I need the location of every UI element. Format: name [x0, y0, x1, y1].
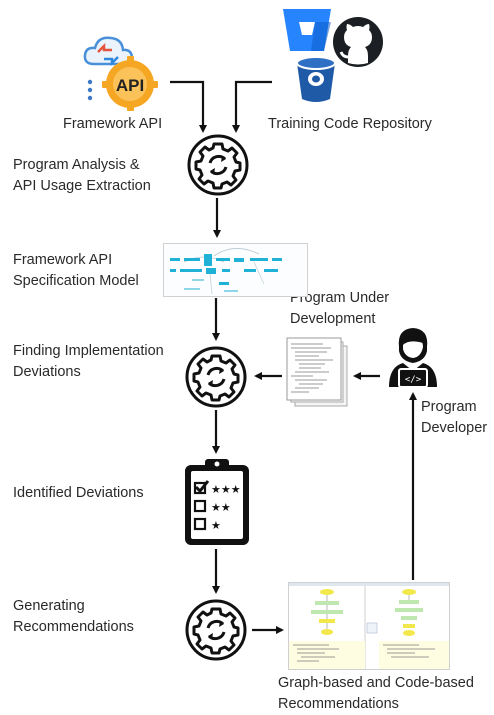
arrow-api-to-analysis [170, 80, 207, 133]
framework-api-label: Framework API [63, 116, 163, 132]
svg-text:★: ★ [211, 519, 221, 532]
program-developer-label: Program Developer [421, 399, 488, 436]
recommendations-thumbnail [288, 582, 450, 670]
api-badge-icon: API [102, 56, 158, 111]
gear-process-icon [186, 133, 250, 197]
svg-text:★★: ★★ [211, 501, 231, 514]
developer-icon: </> [381, 325, 445, 389]
spec-model-thumbnail [163, 243, 308, 297]
finding-deviations-label: Finding Implementation Deviations [13, 343, 164, 380]
training-repo-label: Training Code Repository [268, 116, 432, 132]
api-badge-text: API [116, 76, 144, 95]
identified-deviations-label: Identified Deviations [13, 485, 144, 501]
gear-process-icon [184, 598, 248, 662]
program-under-dev-label: Program Under Development [290, 290, 390, 327]
arrow-repo-to-analysis [232, 80, 272, 133]
bitbucket-icon [281, 7, 333, 53]
spec-model-label: Framework API Specification Model [13, 252, 139, 289]
graph-code-recs-label: Graph-based and Code-based Recommendatio… [278, 675, 474, 712]
cloud-bucket-icon [294, 53, 338, 105]
svg-text:</>: </> [405, 375, 422, 385]
gear-process-icon [184, 345, 248, 409]
generating-recs-label: Generating Recommendations [13, 598, 134, 635]
github-icon [332, 16, 384, 68]
framework-api-icon: API [78, 30, 162, 112]
checklist-icon: ★★★ ★★ ★ [181, 457, 253, 547]
program-analysis-label: Program Analysis & API Usage Extraction [13, 157, 151, 194]
svg-text:★★★: ★★★ [211, 483, 241, 496]
code-document-icon [283, 336, 349, 408]
